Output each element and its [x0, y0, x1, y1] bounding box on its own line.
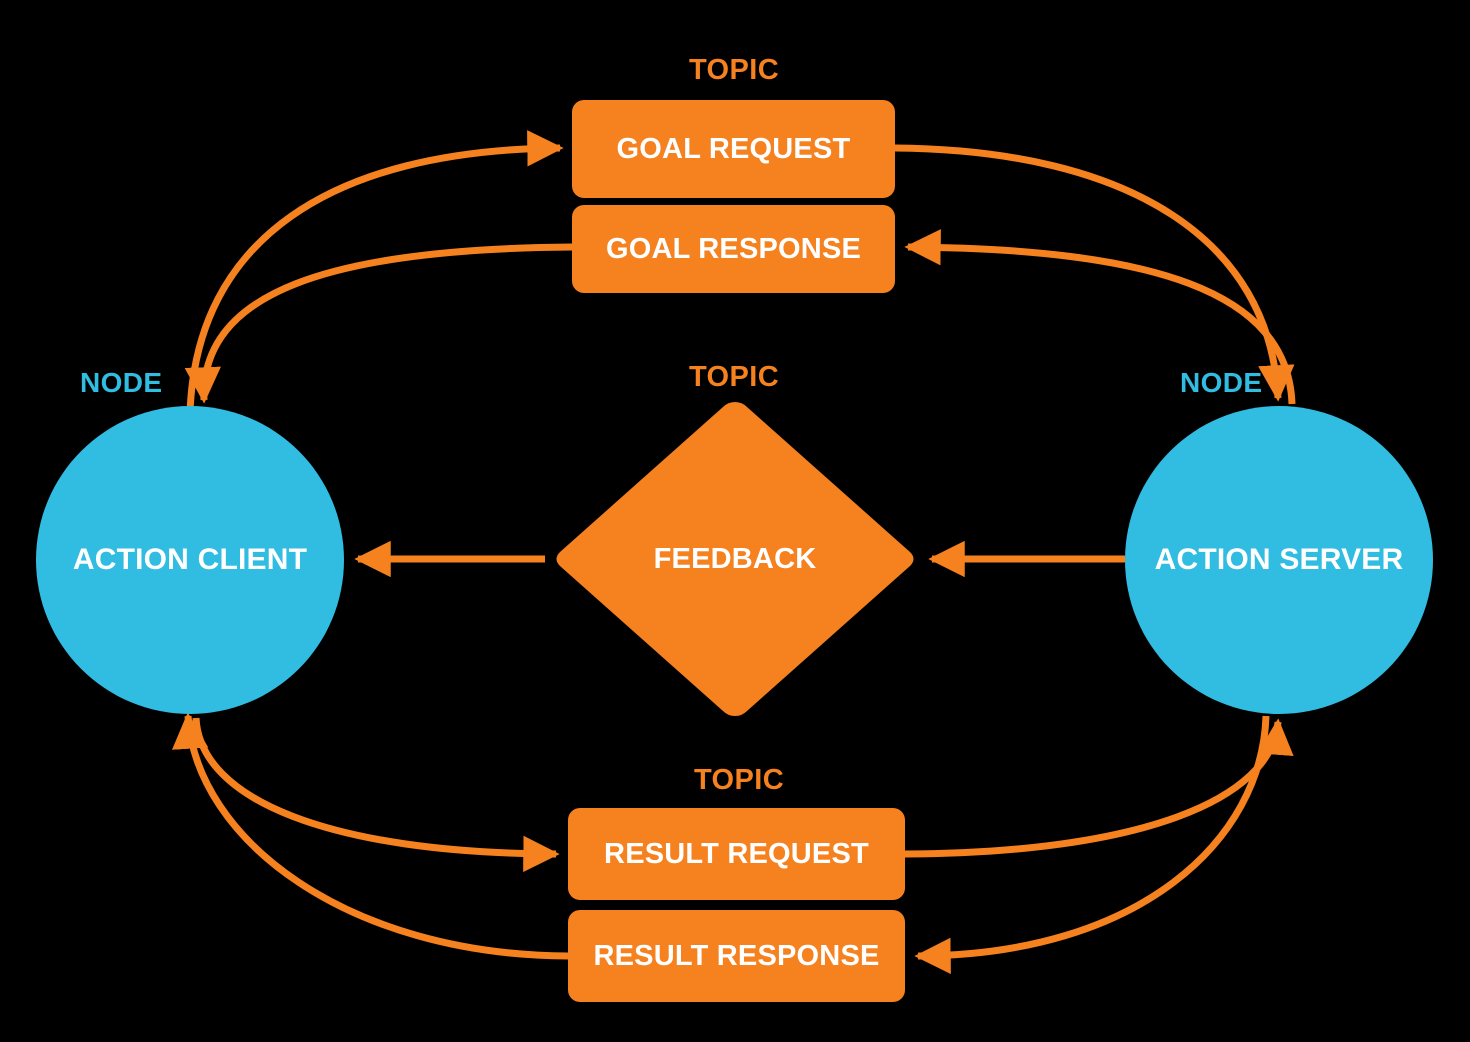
message-box-goal-response[interactable]: GOAL RESPONSE: [572, 205, 895, 293]
node-caption-server: NODE: [1180, 367, 1263, 398]
message-box-goal-request[interactable]: GOAL REQUEST: [572, 100, 895, 198]
arrow-client-to-result-request: [192, 717, 560, 873]
message-box-goal-request-label: GOAL REQUEST: [616, 132, 851, 165]
node-action-server-label: ACTION SERVER: [1154, 543, 1404, 576]
topic-label-result: TOPIC: [693, 764, 785, 796]
topic-diamond-feedback-label: FEEDBACK: [653, 542, 817, 575]
topic-label-feedback: TOPIC: [688, 361, 780, 393]
diamond-shape: [556, 402, 914, 716]
node-caption-client: NODE: [80, 367, 163, 398]
arrow-result-response-to-client: [171, 712, 569, 960]
message-box-result-request-label: RESULT REQUEST: [604, 837, 869, 870]
message-box-goal-response-label: GOAL RESPONSE: [605, 232, 862, 265]
arrow-result-request-to-server: [904, 718, 1294, 858]
arrow-client-to-goal-request: [186, 130, 564, 414]
message-box-result-response-label: RESULT RESPONSE: [593, 939, 880, 972]
message-box-result-response[interactable]: RESULT RESPONSE: [568, 910, 905, 1002]
message-box-result-request[interactable]: RESULT REQUEST: [568, 808, 905, 900]
arrow-server-to-result-response: [914, 715, 1270, 975]
node-action-client[interactable]: ACTION CLIENT: [36, 406, 344, 714]
topic-label-goal: TOPIC: [688, 54, 780, 86]
node-action-client-label: ACTION CLIENT: [72, 543, 308, 576]
node-action-server[interactable]: ACTION SERVER: [1125, 406, 1433, 714]
arrow-goal-request-to-server: [894, 144, 1295, 402]
arrow-goal-response-to-client: [184, 243, 573, 404]
topic-diamond-feedback[interactable]: FEEDBACK: [551, 398, 919, 720]
